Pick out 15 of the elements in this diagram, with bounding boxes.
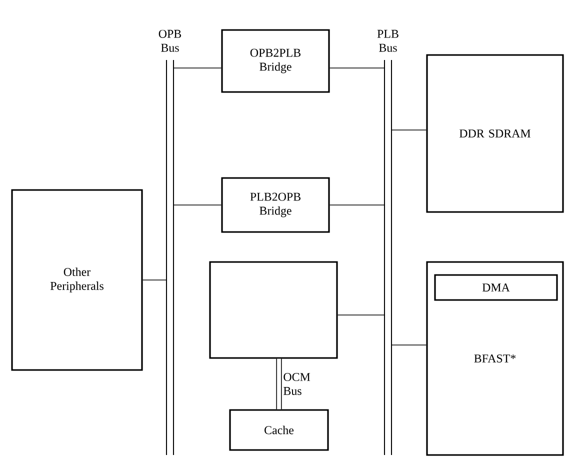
block-box: Cache bbox=[229, 409, 329, 451]
block-box: DMA bbox=[434, 274, 558, 301]
block-box: Other Peripherals bbox=[11, 189, 143, 371]
bus-line: OPB Bus bbox=[158, 30, 182, 456]
bus-line bbox=[276, 358, 282, 410]
connector-line bbox=[329, 204, 385, 206]
block-box: OPB2PLB Bridge bbox=[221, 29, 330, 93]
connector-line bbox=[337, 314, 385, 316]
connector-line bbox=[173, 204, 222, 206]
bus-line: PLB Bus bbox=[377, 30, 398, 456]
connector-line bbox=[391, 344, 427, 346]
block-box: DDR SDRAM bbox=[426, 54, 564, 213]
block-box bbox=[209, 261, 338, 359]
edge-label: OCM Bus bbox=[284, 373, 310, 395]
block-box: PLB2OPB Bridge bbox=[221, 177, 330, 233]
